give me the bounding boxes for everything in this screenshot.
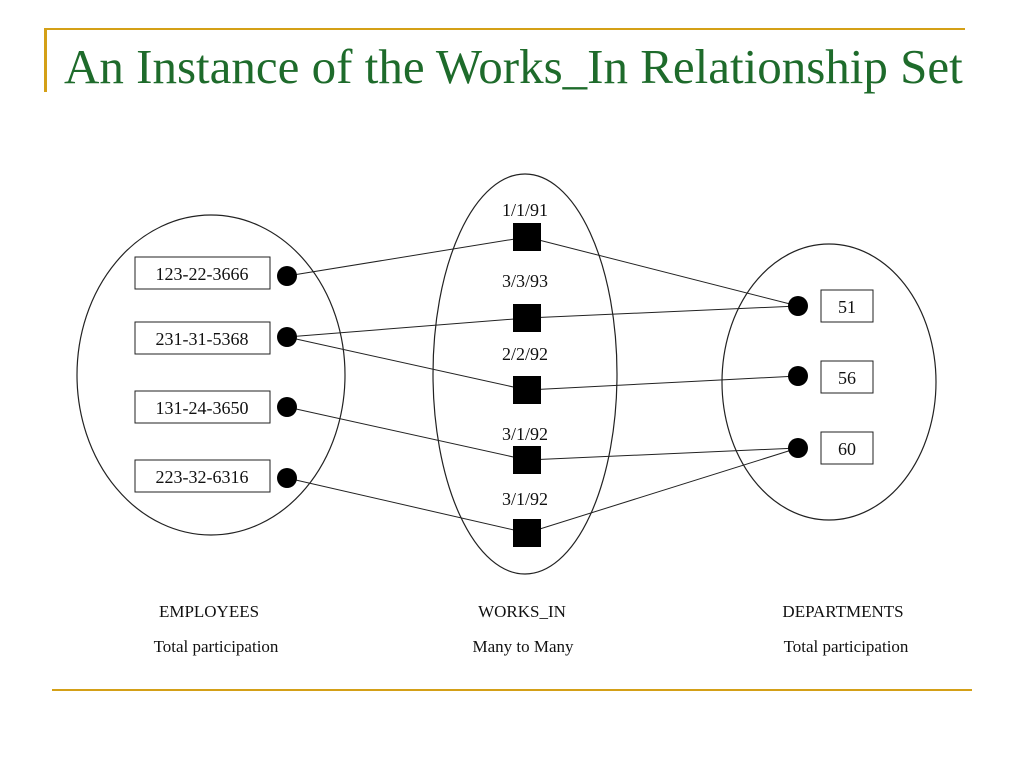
link-e2-r2 [286,317,528,338]
link-r2-d51 [526,305,799,319]
employees-caption: EMPLOYEES [159,602,259,621]
ssn-box [134,256,271,290]
employee-dot [277,397,297,417]
ssn-box [134,390,271,424]
link-e2-r3 [286,336,528,391]
ssn-label: 123-22-3666 [156,264,249,284]
link-e1-r1 [286,236,528,277]
ssn-box [134,459,271,493]
link-e3-r4 [286,406,528,461]
works-in-ellipse [432,173,618,575]
ssn-label: 131-24-3650 [156,398,249,418]
did-box [820,360,874,394]
did-label: 51 [838,297,856,317]
employee-dot [277,327,297,347]
since-label: 3/1/92 [502,424,548,444]
works-in-subcaption: Many to Many [472,637,574,656]
ssn-label: 223-32-6316 [156,467,249,487]
since-label: 3/1/92 [502,489,548,509]
title-accent-bar [44,30,47,92]
relationship-square [513,304,541,332]
link-r3-d56 [526,375,799,391]
connection-lines [286,236,799,534]
did-label: 60 [838,439,856,459]
did-box [820,431,874,465]
employees-subcaption: Total participation [154,637,279,656]
relationship-square [513,376,541,404]
department-dot [788,296,808,316]
departments-caption: DEPARTMENTS [782,602,903,621]
ssn-box [134,321,271,355]
since-label: 3/3/93 [502,271,548,291]
ssn-label: 231-31-5368 [156,329,249,349]
link-r5-d60 [526,447,799,534]
link-e4-r5 [286,477,528,534]
slide-title: An Instance of the Works_In Relationship… [64,39,963,94]
since-label: 2/2/92 [502,344,548,364]
since-label: 1/1/91 [502,200,548,220]
did-box [820,289,874,323]
employee-dot [277,266,297,286]
works-in-caption: WORKS_IN [478,602,566,621]
link-r1-d51 [526,236,799,307]
employee-dot [277,468,297,488]
did-label: 56 [838,368,856,388]
link-r4-d60 [526,447,799,461]
employees-ellipse [76,214,346,536]
departments-ellipse [721,243,937,521]
top-accent-rule [44,28,965,30]
departments-subcaption: Total participation [784,637,909,656]
department-dot [788,438,808,458]
department-dot [788,366,808,386]
relationship-square [513,519,541,547]
bottom-accent-rule [52,689,972,691]
relationship-square [513,223,541,251]
relationship-square [513,446,541,474]
